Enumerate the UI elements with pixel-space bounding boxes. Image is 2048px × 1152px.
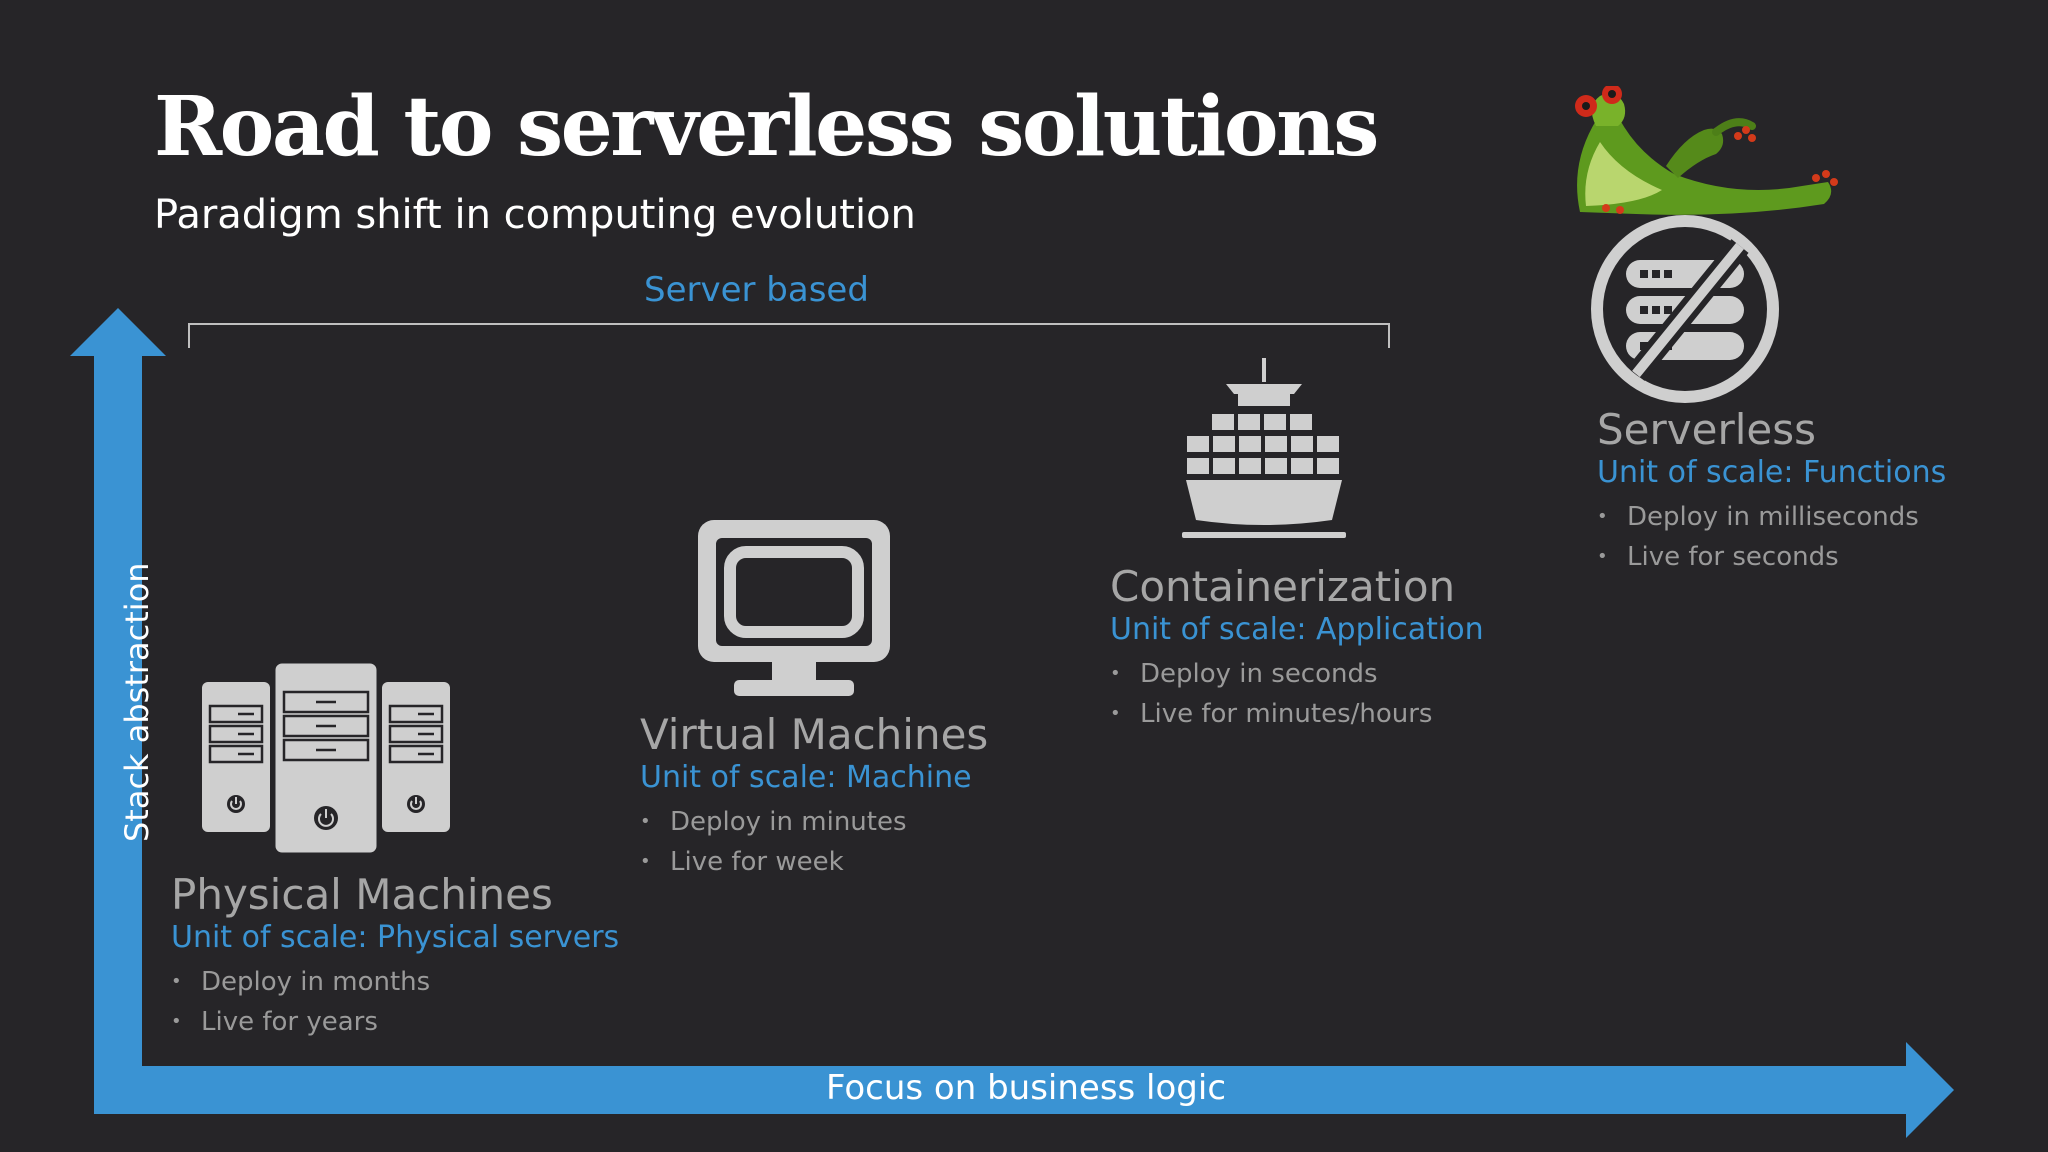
- y-axis-arrow: [70, 308, 166, 1114]
- stage-bullets: Deploy in months Live for years: [171, 962, 619, 1042]
- list-item: Deploy in seconds: [1110, 654, 1484, 694]
- server-based-bracket: [392, 323, 1390, 348]
- stage-bullets: Deploy in seconds Live for minutes/hours: [1110, 654, 1484, 734]
- stage-bullets: Deploy in minutes Live for week: [640, 802, 988, 882]
- stage-unit: Unit of scale: Machine: [640, 760, 972, 796]
- monitor-icon: [698, 520, 890, 696]
- stage-containerization: Containerization Unit of scale: Applicat…: [1110, 562, 1484, 734]
- x-axis-arrow: [94, 1042, 1954, 1138]
- stage-title: Serverless: [1597, 405, 1817, 454]
- stage-title: Containerization: [1110, 562, 1456, 611]
- stage-title: Virtual Machines: [640, 710, 989, 759]
- reclining-frog-icon: [1575, 86, 1838, 215]
- y-axis-label: Stack abstraction: [118, 562, 156, 842]
- stage-virtual-machines: Virtual Machines Unit of scale: Machine …: [640, 710, 988, 882]
- stage-bullets: Deploy in milliseconds Live for seconds: [1597, 497, 1946, 577]
- server-based-label: Server based: [644, 270, 869, 310]
- slide-title: Road to serverless solutions: [154, 79, 1379, 175]
- list-item: Deploy in milliseconds: [1597, 497, 1946, 537]
- stage-title: Physical Machines: [171, 870, 553, 919]
- stage-unit: Unit of scale: Application: [1110, 612, 1484, 648]
- no-server-icon: [1591, 215, 1779, 403]
- slide-subtitle: Paradigm shift in computing evolution: [154, 192, 916, 238]
- x-axis-label: Focus on business logic: [826, 1068, 1227, 1108]
- list-item: Live for week: [640, 842, 988, 882]
- server-based-bracket-left: [188, 323, 392, 348]
- stage-unit: Unit of scale: Functions: [1597, 455, 1947, 491]
- list-item: Live for seconds: [1597, 537, 1946, 577]
- list-item: Live for minutes/hours: [1110, 694, 1484, 734]
- stage-unit: Unit of scale: Physical servers: [171, 920, 620, 956]
- server-tower-icon: [202, 660, 450, 856]
- list-item: Live for years: [171, 1002, 619, 1042]
- container-ship-icon: [1182, 358, 1346, 538]
- list-item: Deploy in months: [171, 962, 619, 1002]
- list-item: Deploy in minutes: [640, 802, 988, 842]
- stage-physical-machines: Physical Machines Unit of scale: Physica…: [171, 870, 619, 1042]
- stage-serverless: Serverless Unit of scale: Functions Depl…: [1597, 405, 1946, 577]
